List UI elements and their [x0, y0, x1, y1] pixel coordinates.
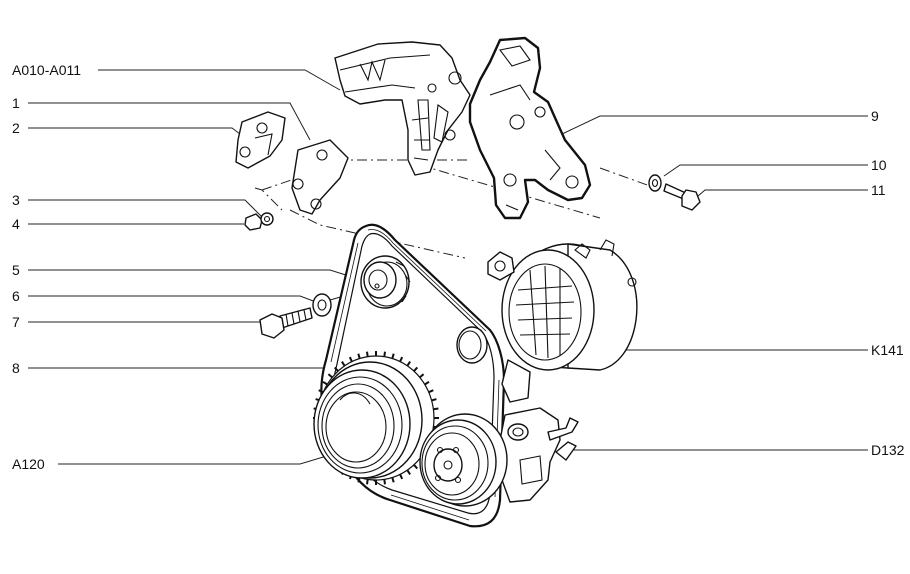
- tone-wheel-tooth: [399, 473, 404, 480]
- leader-11: [697, 189, 868, 197]
- leader-a010: [98, 69, 341, 91]
- nut-and-washer: [244, 212, 274, 231]
- tone-wheel-tooth: [413, 464, 419, 470]
- label-10: 10: [871, 157, 887, 173]
- leader-2: [28, 127, 249, 141]
- tone-wheel-tooth: [322, 380, 328, 386]
- label-k141: K141: [871, 342, 904, 358]
- label-4: 4: [12, 216, 20, 232]
- leader-lines: [28, 69, 868, 465]
- tone-wheel-tooth: [327, 373, 333, 379]
- tone-wheel-tooth: [348, 356, 353, 363]
- steering-pump: [499, 407, 579, 503]
- tone-wheel-tooth: [318, 389, 324, 394]
- tone-wheel-tooth: [431, 398, 437, 402]
- leader-3: [28, 199, 263, 218]
- label-3: 3: [12, 192, 20, 208]
- label-a120: A120: [12, 456, 45, 472]
- idler-disc: [456, 326, 488, 364]
- washer-and-bolt-right: [648, 174, 701, 211]
- label-a010-a011: A010-A011: [12, 62, 82, 78]
- tone-wheel-tooth: [366, 479, 369, 485]
- tone-wheel-tooth: [413, 366, 419, 372]
- washer-and-bolt-left: [259, 293, 332, 339]
- brackets-1-2: [235, 111, 349, 215]
- label-6: 6: [12, 288, 20, 304]
- label-7: 7: [12, 314, 20, 330]
- label-2: 2: [12, 120, 20, 136]
- label-8: 8: [12, 360, 20, 376]
- label-d132: D132: [871, 442, 905, 458]
- leader-5: [28, 269, 369, 283]
- tensioner-pulley: [360, 255, 411, 309]
- tone-wheel-tooth: [383, 479, 386, 485]
- tone-wheel-tooth: [419, 373, 425, 379]
- tone-wheel-tooth: [333, 366, 339, 372]
- tone-wheel-tooth: [406, 361, 411, 367]
- crankshaft-pulley: [313, 351, 439, 485]
- tone-wheel-tooth: [399, 356, 404, 363]
- tone-wheel-tooth: [391, 477, 395, 483]
- label-1: 1: [12, 95, 20, 111]
- tone-wheel-tooth: [433, 407, 439, 411]
- tone-wheel-tooth: [341, 361, 346, 367]
- leader-a120: [58, 454, 331, 465]
- pump-pulley: [419, 413, 508, 507]
- tone-wheel-tooth: [424, 380, 430, 386]
- tone-wheel-tooth: [391, 353, 395, 359]
- label-5: 5: [12, 262, 20, 278]
- tensioner-bracket: [468, 36, 592, 220]
- mounting-bracket: [334, 41, 471, 176]
- label-9: 9: [871, 108, 879, 124]
- tone-wheel-tooth: [406, 469, 411, 475]
- leader-1: [28, 102, 311, 141]
- leader-10: [663, 164, 868, 177]
- tone-wheel-tooth: [383, 351, 386, 357]
- leader-6: [28, 295, 317, 303]
- leader-9: [559, 115, 868, 136]
- alternator: [487, 239, 638, 403]
- tone-wheel-tooth: [357, 353, 361, 359]
- label-11: 11: [871, 182, 886, 198]
- tone-wheel-tooth: [366, 351, 369, 357]
- tone-wheel-tooth: [428, 389, 434, 394]
